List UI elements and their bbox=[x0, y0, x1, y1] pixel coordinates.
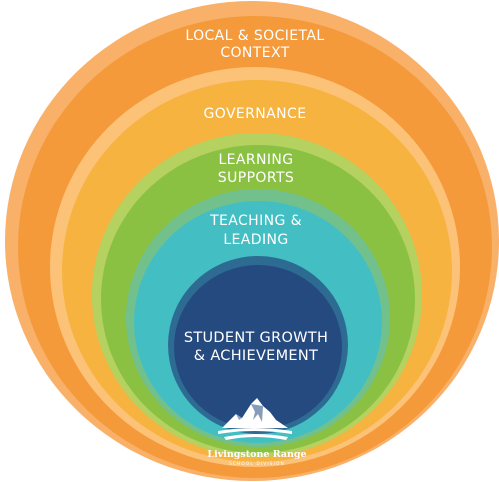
student-core-inner bbox=[174, 265, 342, 429]
context-label-line1: LOCAL & SOCIETAL bbox=[185, 28, 324, 44]
supports-label-line1: LEARNING bbox=[218, 152, 293, 168]
student-label-line2: & ACHIEVEMENT bbox=[194, 348, 318, 364]
logo-name: Livingstone Range bbox=[207, 449, 306, 460]
mountain-icon bbox=[218, 398, 292, 440]
governance-label: GOVERNANCE bbox=[204, 106, 307, 122]
student-label-line1: STUDENT GROWTH bbox=[184, 330, 328, 346]
student-core bbox=[168, 256, 348, 434]
supports-label-line2: SUPPORTS bbox=[218, 170, 294, 186]
teaching-label-line1: TEACHING & bbox=[209, 213, 302, 229]
context-label-line2: CONTEXT bbox=[220, 45, 289, 61]
division-logo: Livingstone Range SCHOOL DIVISION bbox=[207, 398, 307, 466]
logo-subtitle: SCHOOL DIVISION bbox=[229, 461, 285, 466]
teaching-label-line2: LEADING bbox=[223, 232, 288, 248]
